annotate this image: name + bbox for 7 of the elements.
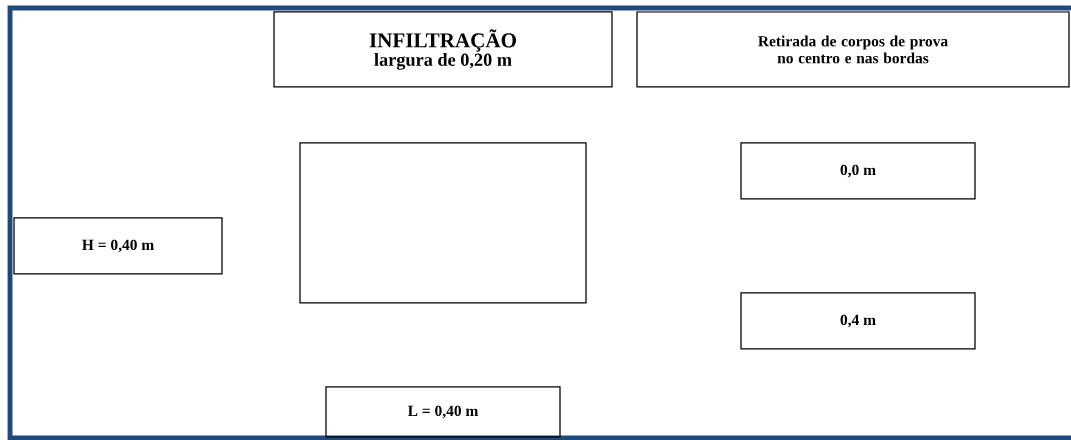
label-box: Retirada de corpos de prova no centro e nas bordas [636, 11, 1070, 88]
label-box: H = 0,40 m [13, 217, 223, 275]
label-box: 0,4 m [740, 292, 976, 350]
label-box: L = 0,40 m [325, 386, 561, 438]
label-box: 0,0 m [740, 142, 976, 200]
title-box: INFILTRAÇÃO largura de 0,20 m [273, 11, 613, 88]
empty-box [299, 142, 587, 304]
